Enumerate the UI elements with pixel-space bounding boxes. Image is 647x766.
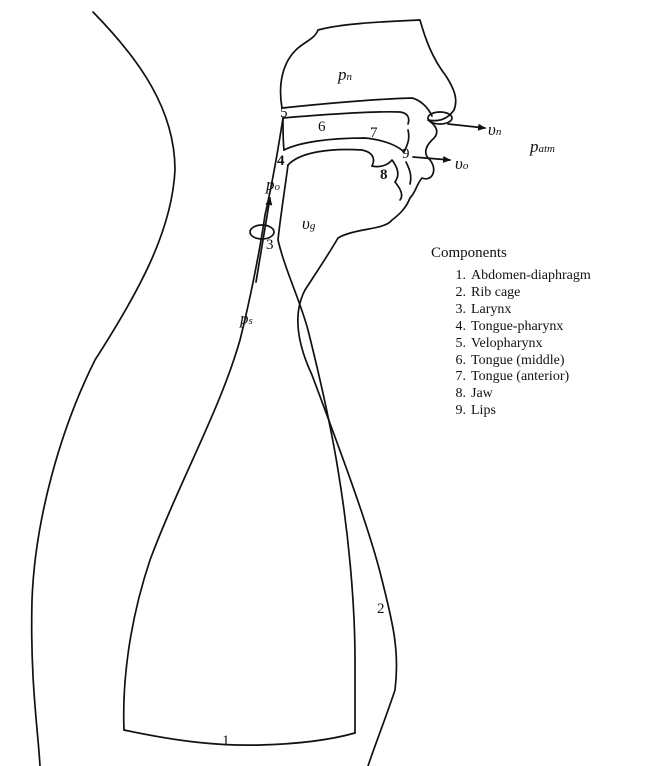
tongue-surface [288, 150, 374, 166]
component-number: 2. [449, 285, 466, 302]
velum [283, 118, 284, 150]
pharynx-front-wall [278, 165, 355, 733]
pressure-oral-label: po [266, 176, 280, 194]
pharynx-back-wall [124, 118, 283, 730]
label-tongue-middle: 6 [318, 120, 326, 135]
lower-lip [395, 182, 402, 200]
components-heading: Components [431, 245, 507, 262]
component-label: Jaw [471, 386, 493, 401]
component-item: 7. Tongue (anterior) [449, 369, 591, 386]
component-item: 8. Jaw [449, 386, 591, 403]
label-abdomen-diaphragm: 1 [222, 734, 230, 749]
label-tongue-anterior: 7 [370, 126, 378, 141]
flow-glottal-label: υg [302, 215, 315, 233]
component-number: 9. [449, 403, 466, 420]
flow-oral-label: υo [455, 155, 468, 173]
pressure-nasal-label: pn [338, 66, 352, 84]
label-rib-cage: 2 [377, 602, 385, 617]
pressure-subglottal-label: ps [240, 310, 253, 328]
component-number: 4. [449, 319, 466, 336]
nasal-tract-lower [283, 112, 409, 124]
component-item: 3. Larynx [449, 302, 591, 319]
label-jaw: 8 [380, 168, 388, 183]
nostril-outline [428, 112, 452, 124]
flow-nasal-label: υn [488, 121, 501, 139]
component-label: Rib cage [471, 285, 520, 300]
back-outline [32, 12, 175, 766]
component-number: 7. [449, 369, 466, 386]
label-lips: 9 [402, 147, 410, 162]
component-item: 5. Velopharynx [449, 336, 591, 353]
component-label: Lips [471, 403, 496, 418]
component-item: 6. Tongue (middle) [449, 353, 591, 370]
component-number: 5. [449, 336, 466, 353]
component-number: 8. [449, 386, 466, 403]
diaphragm-curve [124, 730, 355, 745]
lip-gap-lower [406, 162, 411, 184]
component-label: Tongue-pharynx [471, 319, 563, 334]
component-item: 1. Abdomen-diaphragm [449, 268, 591, 285]
component-label: Velopharynx [471, 336, 543, 351]
component-label: Abdomen-diaphragm [471, 268, 591, 283]
component-number: 1. [449, 268, 466, 285]
component-item: 4. Tongue-pharynx [449, 319, 591, 336]
oral-flow-arrow [413, 157, 450, 160]
component-number: 6. [449, 353, 466, 370]
component-label: Tongue (middle) [471, 353, 565, 368]
component-label: Tongue (anterior) [471, 369, 569, 384]
component-item: 9. Lips [449, 403, 591, 420]
component-number: 3. [449, 302, 466, 319]
pressure-atmospheric-label: patm [530, 138, 555, 156]
label-velopharynx: 5 [280, 106, 288, 121]
components-list: 1. Abdomen-diaphragm 2. Rib cage 3. Larynx 4. T… [449, 268, 591, 420]
component-label: Larynx [471, 302, 511, 317]
label-tongue-pharynx: 4 [277, 154, 285, 169]
label-larynx: 3 [266, 238, 274, 253]
nasal-flow-arrow [448, 124, 485, 128]
component-item: 2. Rib cage [449, 285, 591, 302]
